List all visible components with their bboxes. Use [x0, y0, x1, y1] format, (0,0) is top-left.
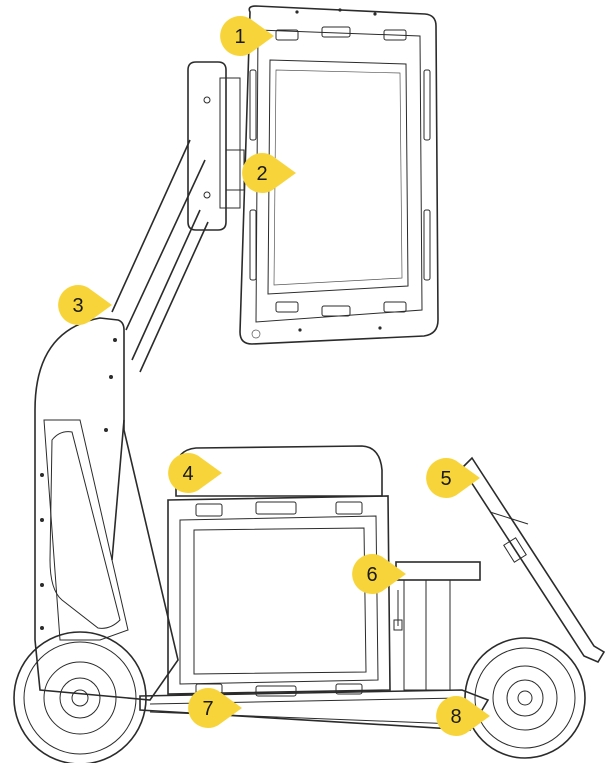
callout-5: 5: [426, 458, 480, 499]
callout-number: 5: [440, 468, 451, 490]
callout-1: 1: [220, 16, 274, 57]
callout-marker-shape: [242, 153, 296, 193]
callout-number: 7: [202, 698, 213, 720]
callout-number: 3: [72, 295, 83, 317]
callout-markers: 1 2 3 4 5 6 7 8: [58, 16, 490, 737]
rear-handle: [460, 456, 606, 664]
callout-marker-shape: [436, 696, 490, 737]
callout-number: 4: [182, 463, 193, 485]
callout-8: 8: [436, 696, 490, 737]
articulating-arm: [111, 139, 209, 561]
callout-3: 3: [58, 285, 112, 325]
callout-marker-shape: [220, 16, 274, 57]
callout-marker-shape: [58, 285, 112, 325]
left-wheel: [13, 631, 147, 763]
callout-number: 8: [450, 706, 461, 728]
callout-4: 4: [168, 453, 222, 493]
callout-marker-shape: [352, 554, 406, 594]
callout-6: 6: [352, 554, 406, 594]
callout-marker-shape: [168, 453, 222, 493]
callout-marker-shape: [188, 688, 242, 728]
callout-2: 2: [242, 153, 296, 193]
callout-marker-shape: [426, 458, 480, 499]
right-wheel: [464, 637, 586, 759]
shelf-tray: [393, 561, 481, 691]
callout-7: 7: [188, 688, 242, 728]
monitor-mount: [187, 61, 245, 231]
callout-number: 6: [366, 564, 377, 586]
cart-tower: [34, 317, 179, 701]
callout-number: 1: [234, 26, 245, 48]
upper-monitor: [239, 5, 439, 345]
callout-number: 2: [256, 163, 267, 185]
